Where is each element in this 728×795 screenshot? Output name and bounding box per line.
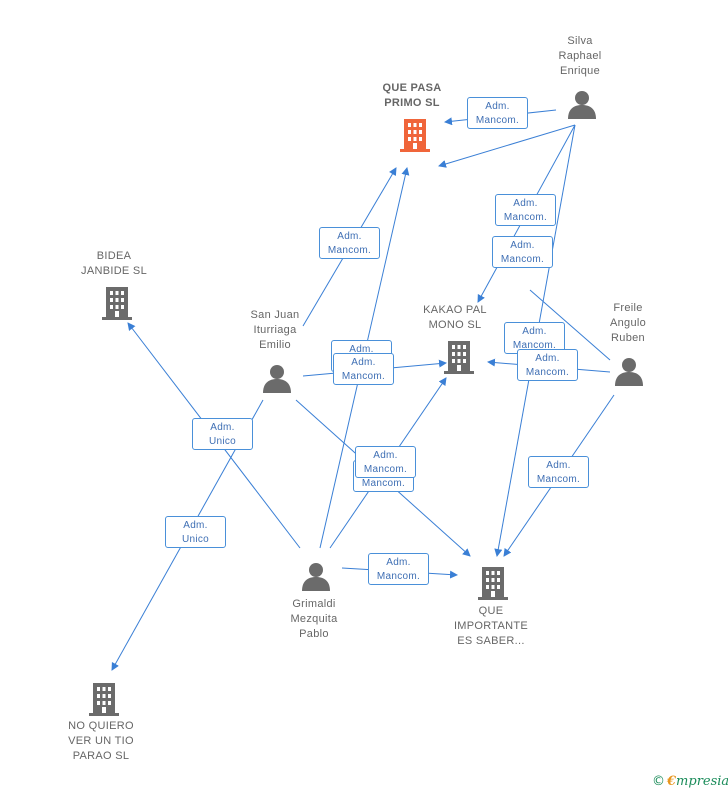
edge-label-adm-unico[interactable]: Adm. Unico [165,516,226,548]
building-icon[interactable] [88,681,120,717]
edge-label-adm-unico[interactable]: Adm. Unico [192,418,253,450]
edge-label-adm-mancom[interactable]: Adm. Mancom. [517,349,578,381]
edge-label-adm-mancom[interactable]: Adm. Mancom. [504,322,565,354]
company-label-bidea-janbide[interactable]: BIDEA JANBIDE SL [81,250,147,277]
building-icon[interactable] [443,339,475,375]
edge-label-adm-mancom[interactable]: Adm. Mancom. [495,194,556,226]
edge-label-adm-mancom[interactable]: Adm. Mancom. [492,236,553,268]
person-icon[interactable] [614,356,644,386]
person-label-san-juan[interactable]: San Juan Iturriaga Emilio [250,309,300,351]
person-label-freile[interactable]: Freile Angulo Ruben [609,302,647,344]
edge-label-adm-mancom[interactable]: Adm. Mancom. [368,553,429,585]
edge-label-adm-mancom[interactable]: Adm. Mancom. [355,446,416,478]
person-icon[interactable] [301,561,331,591]
edge-label-adm-mancom[interactable]: Adm. Mancom. [467,97,528,129]
company-label-no-quiero[interactable]: NO QUIERO VER UN TIO PARAO SL [68,720,134,762]
building-icon[interactable] [477,565,509,601]
connector-line [529,289,611,361]
person-icon[interactable] [262,363,292,393]
empresia-logo: ©€mpresia [652,774,728,789]
building-icon[interactable] [101,285,133,321]
edge-label-adm-mancom[interactable]: Adm. Mancom. [319,227,380,259]
edge-label-adm-mancom[interactable]: Adm. Mancom. [333,353,394,385]
connector-line [438,124,576,168]
person-label-grimaldi[interactable]: Grimaldi Mezquita Pablo [290,598,338,640]
person-icon[interactable] [567,89,597,119]
building-icon[interactable] [399,117,431,153]
edge-label-adm-mancom[interactable]: Adm. Mancom. [528,456,589,488]
company-label-que-pasa-primo[interactable]: QUE PASA PRIMO SL [382,82,442,109]
company-label-kakao[interactable]: KAKAO PAL MONO SL [423,304,487,331]
company-label-que-importante[interactable]: QUE IMPORTANTE ES SABER... [453,605,529,647]
person-label-silva[interactable]: Silva Raphael Enrique [558,35,602,77]
